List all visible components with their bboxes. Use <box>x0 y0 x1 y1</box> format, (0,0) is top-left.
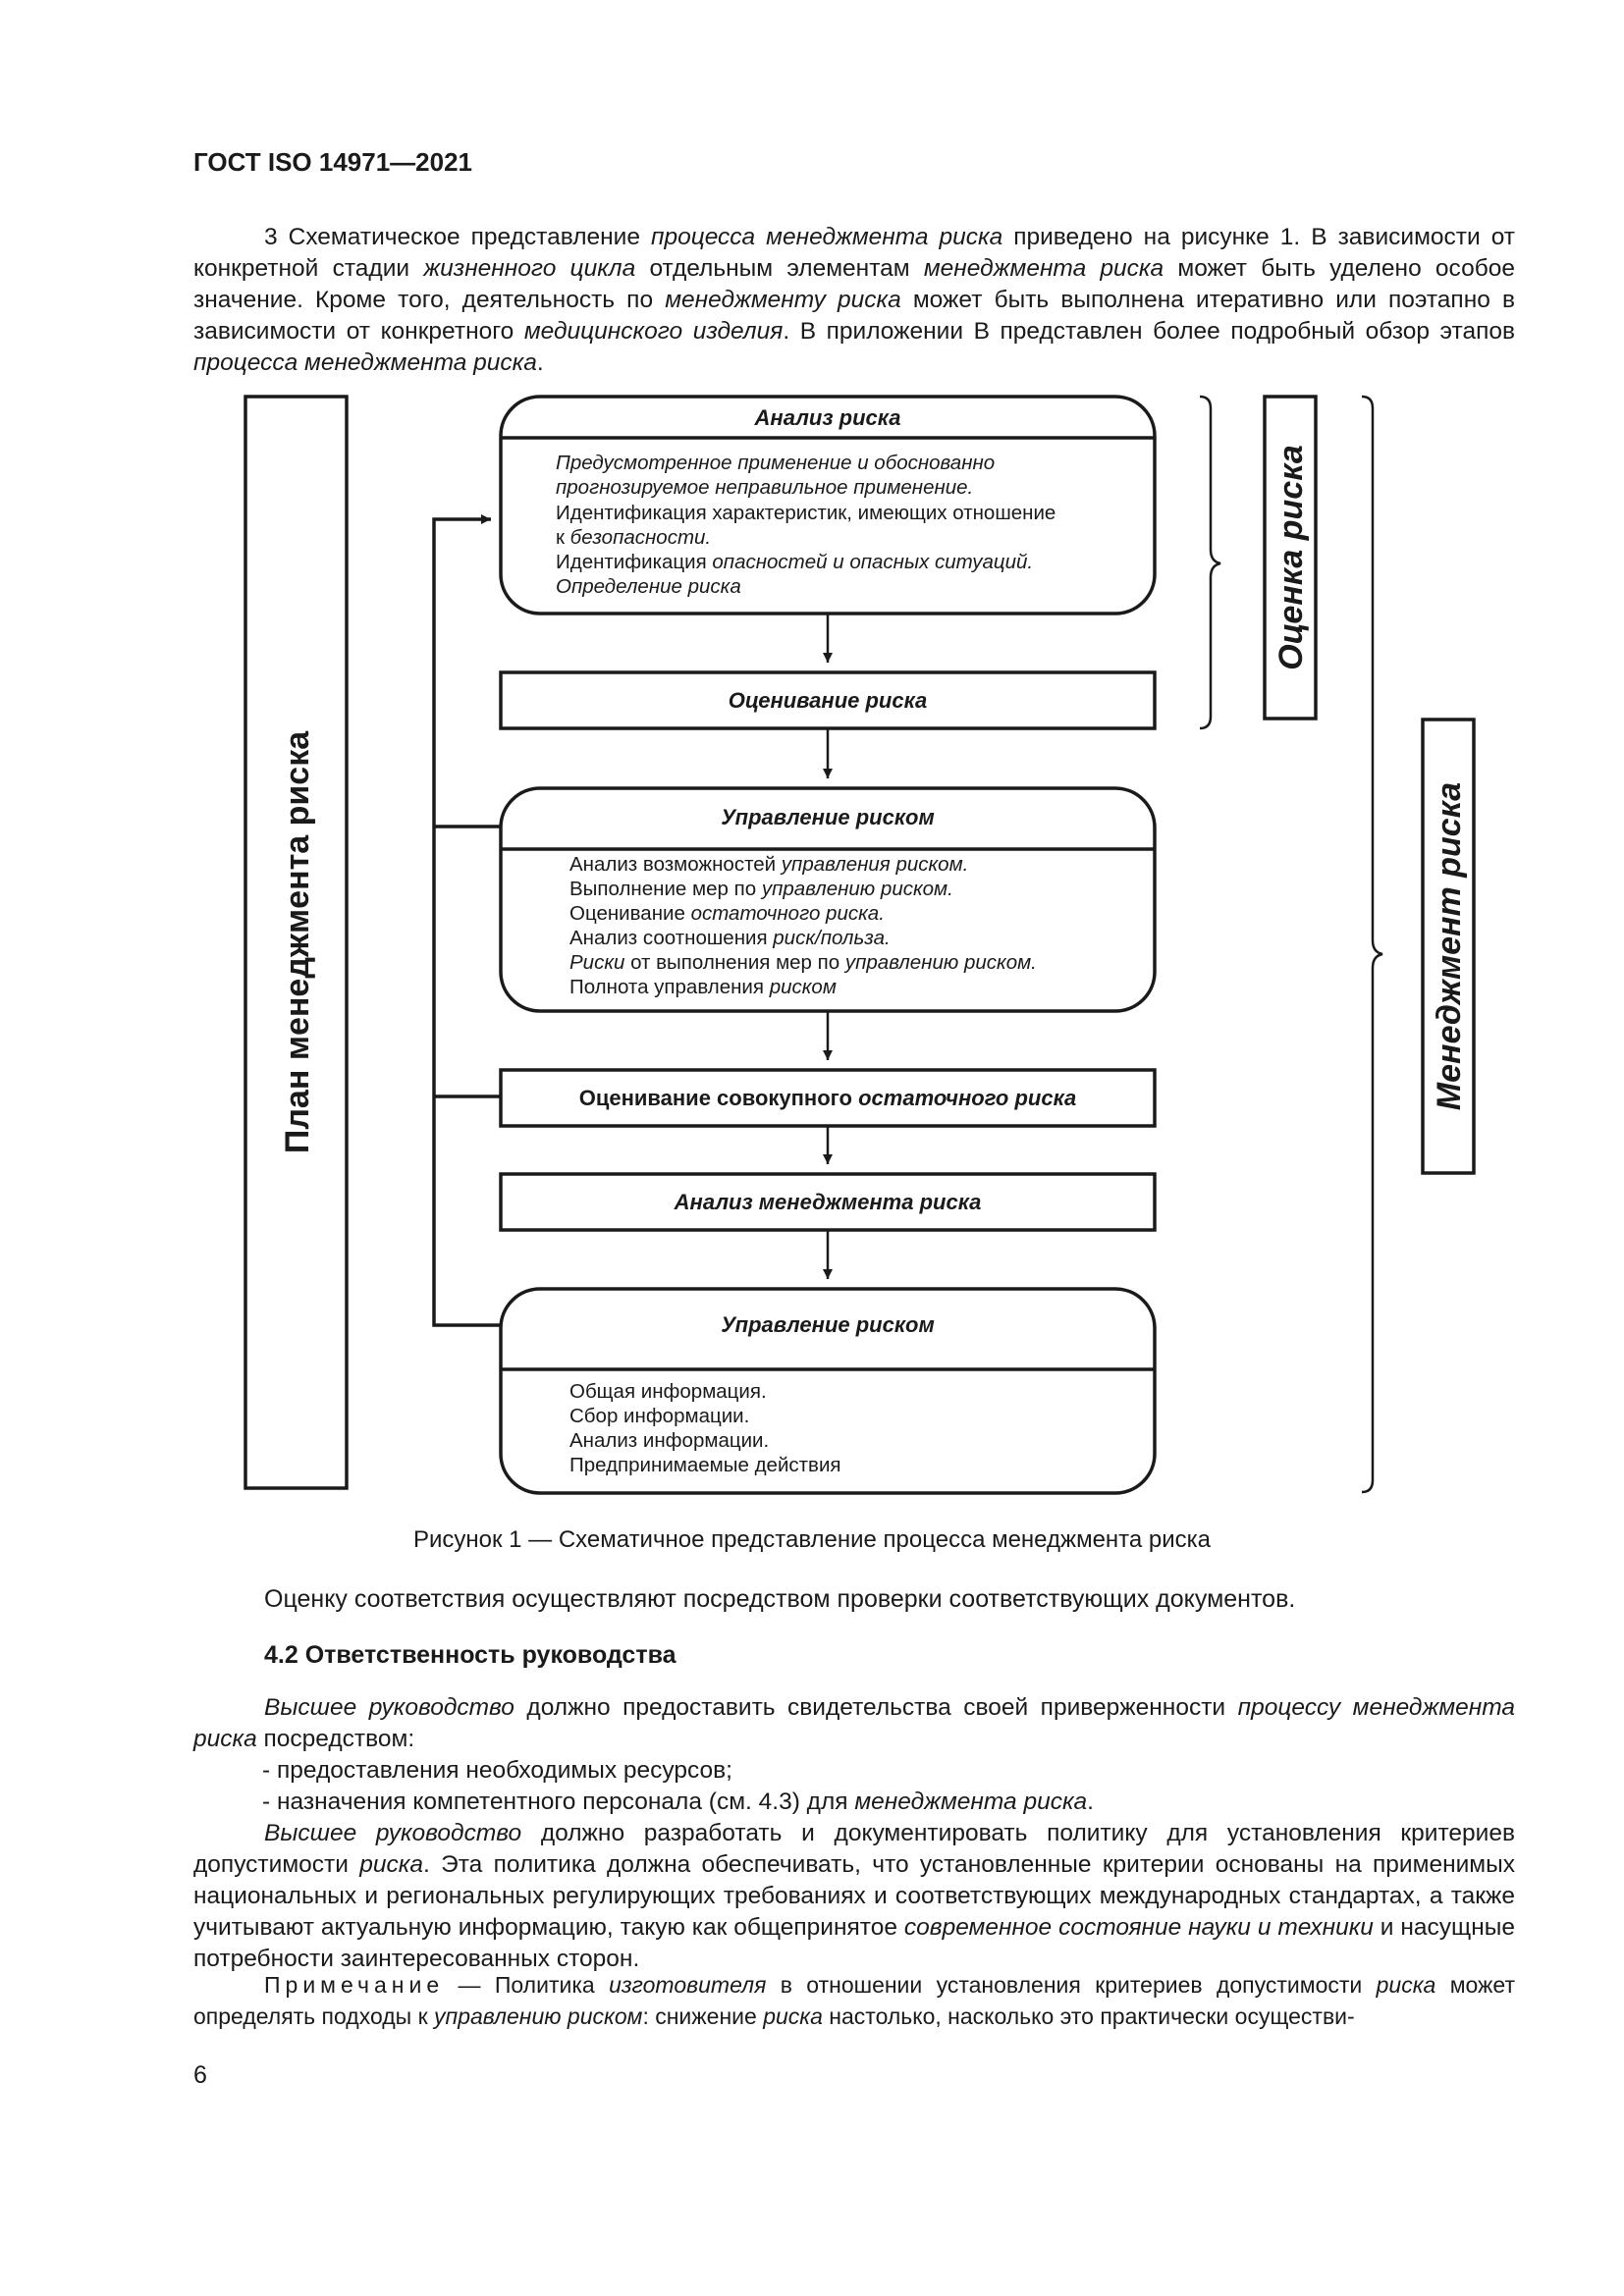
assessment-label: Оценка риска <box>1272 445 1310 670</box>
production-info-box <box>499 1287 1157 1495</box>
list-item: - предоставления необходимых ресурсов; <box>262 1757 732 1784</box>
box6-line: Предпринимаемые действия <box>569 1454 841 1476</box>
box3-line: Анализ соотношения риск/польза. <box>569 927 891 949</box>
management-brace <box>1361 395 1383 1494</box>
box3-line: Полнота управления риском <box>569 976 837 998</box>
assessment-brace <box>1199 395 1221 730</box>
assessment-label-box <box>1263 395 1318 721</box>
box3-line: Оценивание остаточного риска. <box>569 902 885 925</box>
box1-line: Предусмотренное применение и обоснованно <box>556 452 995 474</box>
plan-label: План менеджмента риска <box>279 730 316 1153</box>
box3-line: Риски от выполнения мер по управлению ри… <box>569 951 1037 974</box>
box1-line: Идентификация характеристик, имеющих отн… <box>556 502 1056 524</box>
box1-line: к безопасности. <box>556 526 711 549</box>
box1-line: Идентификация опасностей и опасных ситуа… <box>556 551 1033 573</box>
box6-line: Анализ информации. <box>569 1429 769 1452</box>
page-number: 6 <box>193 2061 207 2089</box>
production-info-title: Управление риском <box>721 1312 934 1337</box>
risk-control-title: Управление риском <box>721 805 934 829</box>
box6-line: Общая информация. <box>569 1380 767 1403</box>
note-paragraph: Примечание — Политика изготовителя в отн… <box>193 1972 1515 2029</box>
box1-line: прогнозируемое неправильное применение. <box>556 476 973 499</box>
risk-mgmt-review-title: Анализ менеджмента риска <box>674 1190 982 1214</box>
figure-caption: Рисунок 1 — Схематичное представление пр… <box>412 1526 1212 1553</box>
overall-residual-title: Оценивание совокупного остаточного риска <box>579 1086 1077 1110</box>
management-label-box <box>1421 718 1476 1175</box>
intro-paragraph: 3 Схематическое представление процесса м… <box>193 224 1516 376</box>
section-heading: 4.2 Ответственность руководства <box>264 1641 677 1669</box>
risk-evaluation-title: Оценивание риска <box>729 688 928 713</box>
list-item: - назначения компетентного персонала (см… <box>262 1789 1094 1815</box>
section-body: Высшее руководство должно предоставить с… <box>193 1694 1515 1972</box>
box3-line: Анализ возможностей управления риском. <box>569 853 968 876</box>
box3-line: Выполнение мер по управлению риском. <box>569 878 953 900</box>
feedback-loop-line <box>432 514 501 1327</box>
box1-line: Определение риска <box>556 575 741 598</box>
management-label: Менеджмент риска <box>1431 782 1468 1110</box>
conformity-paragraph: Оценку соответствия осуществляют посредс… <box>264 1585 1296 1613</box>
risk-analysis-title: Анализ риска <box>754 405 901 430</box>
box6-line: Сбор информации. <box>569 1405 749 1427</box>
plan-label-box <box>244 395 349 1490</box>
document-header: ГОСТ ISO 14971—2021 <box>193 147 473 177</box>
